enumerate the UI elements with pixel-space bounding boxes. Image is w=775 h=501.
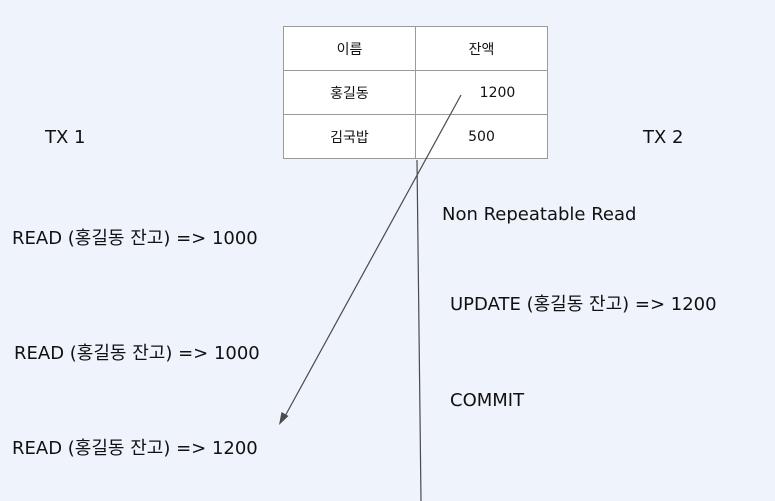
tx1-title: TX 1	[45, 127, 86, 148]
cell-name: 김국밥	[283, 114, 416, 159]
anomaly-annotation: Non Repeatable Read	[442, 204, 637, 225]
cell-balance: 1200	[415, 70, 548, 115]
read-arrow-head	[279, 412, 289, 425]
tx1-step-3: READ (홍길동 잔고) => 1200	[12, 438, 258, 459]
balance-table: 이름 잔액 홍길동 1200 김국밥 500	[283, 26, 548, 159]
header-balance: 잔액	[415, 26, 548, 71]
table-row: 김국밥 500	[283, 114, 548, 159]
cell-balance-value: 1200	[479, 84, 516, 101]
header-name: 이름	[283, 26, 416, 71]
table-row: 홍길동 1200	[283, 70, 548, 115]
tx2-step-2: COMMIT	[450, 390, 525, 411]
tx2-step-1: UPDATE (홍길동 잔고) => 1200	[450, 294, 717, 315]
table-header-row: 이름 잔액	[283, 26, 548, 71]
tx1-step-2: READ (홍길동 잔고) => 1000	[14, 343, 260, 364]
tx2-title: TX 2	[643, 127, 684, 148]
tx1-step-1: READ (홍길동 잔고) => 1000	[12, 228, 258, 249]
tx2-timeline	[416, 159, 422, 501]
cell-balance: 500	[415, 114, 548, 159]
cell-name: 홍길동	[283, 70, 416, 115]
